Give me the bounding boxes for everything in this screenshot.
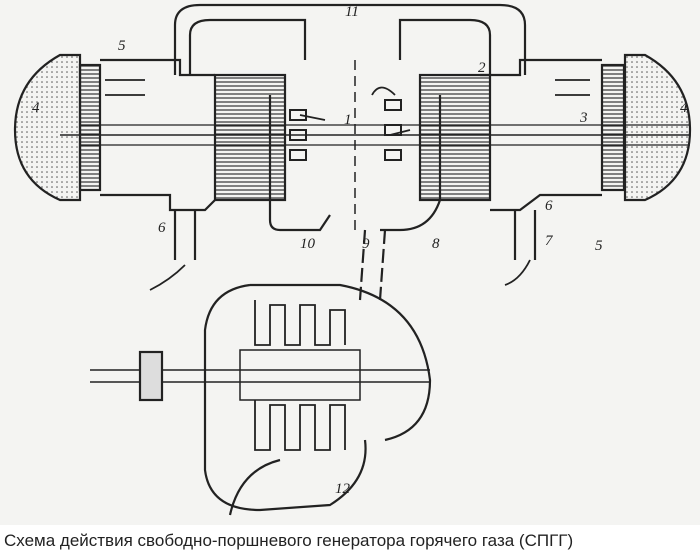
label-8: 8: [432, 236, 440, 252]
label-5-right: 5: [595, 238, 603, 254]
ports: [289, 99, 402, 161]
label-9: 9: [362, 236, 370, 252]
label-10: 10: [300, 236, 316, 252]
label-1: 1: [344, 112, 352, 128]
left-buffer-cylinder: [13, 53, 102, 202]
right-intake-pipe: [513, 210, 537, 260]
label-4-left: 4: [32, 100, 40, 116]
engine-cylinder: [268, 95, 442, 232]
label-2: 2: [478, 60, 486, 76]
right-compressor-piston: [418, 73, 492, 202]
housing: [100, 58, 602, 212]
label-6-right: 6: [545, 198, 553, 214]
gas-turbine: [90, 283, 432, 516]
label-5-left: 5: [118, 38, 126, 54]
top-duct: [173, 3, 527, 75]
label-7: 7: [545, 233, 554, 249]
flow-arrows: [105, 79, 590, 291]
left-compressor-piston: [213, 73, 287, 202]
label-11: 11: [345, 4, 359, 20]
figure-caption: Схема действия свободно-поршневого генер…: [4, 531, 574, 550]
gas-pipe: [358, 229, 387, 301]
label-12: 12: [335, 481, 351, 497]
left-intake-pipe: [173, 210, 197, 260]
label-6-left: 6: [158, 220, 166, 236]
label-4-right: 4: [680, 100, 688, 116]
right-buffer-cylinder: [600, 53, 692, 202]
label-3: 3: [579, 110, 588, 126]
part-labels: 11 5 1 2 3 4 4 6 6 7 5 10 9 8 12: [32, 4, 688, 497]
spgg-diagram: 11 5 1 2 3 4 4 6 6 7 5 10 9 8 12: [0, 0, 700, 525]
